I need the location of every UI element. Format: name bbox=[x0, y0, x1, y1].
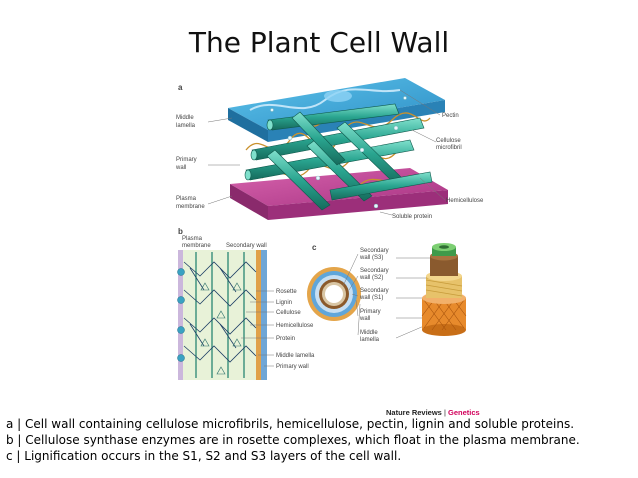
caption-c: c | Lignification occurs in the S1, S2 a… bbox=[6, 449, 402, 463]
credit-journal: Nature Reviews bbox=[386, 408, 442, 417]
label-s1-2: wall (S1) bbox=[359, 295, 383, 301]
panel-b-side-labels: Rosette Lignin Cellulose Hemicellulose P… bbox=[276, 289, 315, 370]
label-b-plasma-1: Plasma bbox=[182, 236, 203, 242]
label-lignin: Lignin bbox=[276, 300, 292, 306]
caption-b: b | Cellulose synthase enzymes are in ro… bbox=[6, 433, 580, 447]
membrane-strip bbox=[178, 250, 183, 380]
label-hemicellulose: Hemicellulose bbox=[446, 198, 484, 204]
label-primary-wall-1: Primary bbox=[176, 157, 197, 163]
caption-a: a | Cell wall containing cellulose micro… bbox=[6, 417, 575, 431]
label-primary-wall-2: wall bbox=[175, 165, 186, 171]
label-middle-lamella-1: Middle bbox=[176, 115, 194, 121]
label-plasma-membrane-2: membrane bbox=[176, 204, 205, 210]
panel-c-leaders bbox=[342, 253, 430, 339]
b-lignin-network bbox=[183, 261, 257, 363]
label-b-primary-wall: Primary wall bbox=[276, 364, 309, 370]
layered-cylinder bbox=[421, 243, 467, 336]
panel-b-letter: b bbox=[178, 227, 183, 236]
label-pectin: Pectin bbox=[442, 113, 459, 119]
svg-text:Cellulose microfibril: Cellulose microfibril bbox=[436, 138, 462, 151]
b-rosettes bbox=[177, 268, 185, 362]
panel-a-leaders bbox=[207, 89, 446, 216]
middle-lamella-strip bbox=[256, 250, 261, 380]
credit-section: Genetics bbox=[447, 408, 480, 417]
label-cellulose-microfibril-1: Cellulose bbox=[436, 138, 461, 144]
label-s3-1: Secondary bbox=[360, 248, 389, 254]
label-c-primary-2: wall bbox=[359, 316, 370, 322]
cell-cross-section bbox=[307, 267, 361, 321]
label-rosette: Rosette bbox=[276, 289, 297, 295]
label-b-hemicellulose: Hemicellulose bbox=[276, 323, 314, 329]
label-b-plasma-2: membrane bbox=[182, 243, 211, 249]
label-cellulose: Cellulose bbox=[276, 310, 301, 316]
label-c-primary-1: Primary bbox=[360, 309, 381, 315]
label-soluble-protein: Soluble protein bbox=[392, 214, 432, 220]
pectin-layer bbox=[228, 78, 445, 142]
panel-c-letter: c bbox=[312, 243, 317, 252]
svg-text:Middle lamella: Middle lamella bbox=[176, 115, 196, 129]
label-cellulose-microfibril-2: microfibril bbox=[436, 145, 462, 151]
label-b-middle-lamella: Middle lamella bbox=[276, 353, 315, 359]
primary-wall-strip bbox=[261, 250, 267, 380]
label-s3-2: wall (S3) bbox=[359, 255, 383, 261]
label-s2-1: Secondary bbox=[360, 268, 389, 274]
soluble-proteins bbox=[270, 96, 407, 209]
slide-title: The Plant Cell Wall bbox=[188, 26, 450, 59]
svg-text:Plasma membrane: Plasma membrane bbox=[182, 236, 211, 249]
label-s2-2: wall (S2) bbox=[359, 275, 383, 281]
figure-credit: Nature Reviews | Genetics bbox=[386, 408, 480, 417]
label-b-secondary-wall: Secondary wall bbox=[226, 243, 267, 249]
label-middle-lamella-2: lamella bbox=[176, 123, 196, 129]
label-c-lamella-1: Middle bbox=[360, 330, 378, 336]
panel-a-letter: a bbox=[178, 83, 183, 92]
label-protein: Protein bbox=[276, 336, 295, 342]
cellulose-microfibrils bbox=[244, 103, 433, 211]
svg-text:Plasma membrane: Plasma membrane bbox=[176, 196, 205, 210]
b-proteins bbox=[200, 282, 242, 375]
label-s1-1: Secondary bbox=[360, 288, 389, 294]
svg-text:Primary wall: Primary wall bbox=[175, 157, 198, 171]
panel-b: b Plasma membrane Secondary wall bbox=[177, 227, 315, 380]
label-plasma-membrane-1: Plasma bbox=[176, 196, 197, 202]
panel-b-leaders bbox=[241, 290, 274, 367]
label-c-lamella-2: lamella bbox=[360, 337, 380, 343]
panel-a: a bbox=[175, 78, 484, 220]
credit-separator: | bbox=[441, 408, 448, 417]
